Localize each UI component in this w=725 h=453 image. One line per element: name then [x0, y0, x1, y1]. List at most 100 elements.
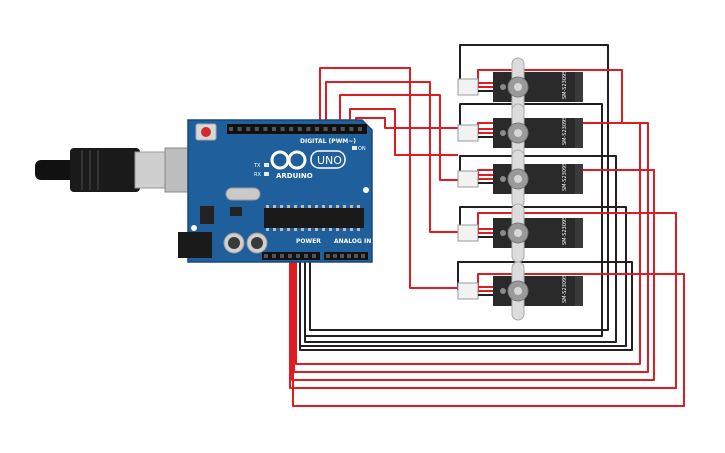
digital-pin[interactable]: [246, 127, 251, 131]
digital-pin[interactable]: [340, 127, 345, 131]
black-wires: [299, 44, 633, 351]
on-label: ON: [358, 146, 366, 152]
red-power-wire-4: [289, 212, 677, 389]
servo-body: [493, 118, 575, 148]
analog-header: [324, 252, 368, 260]
digital-pin[interactable]: [349, 127, 354, 131]
black-wire-servo5-ground: [299, 257, 633, 351]
chip-pin: [294, 228, 297, 231]
microcontroller-chip: [264, 208, 364, 228]
power-pin[interactable]: [312, 254, 316, 258]
model-badge: [310, 150, 346, 169]
red-signal-wire-3: [339, 94, 458, 181]
chip-pin: [301, 205, 304, 208]
arduino-uno-board: DIGITAL (PWM~) ARDUINO UNO TX RX ON: [178, 119, 373, 263]
digital-pin[interactable]: [272, 127, 276, 131]
power-label: POWER: [296, 238, 321, 245]
bottom-pin-dots: [264, 254, 365, 258]
servo-model-label: SM-S2309S: [562, 163, 568, 191]
power-jack: [178, 232, 212, 258]
digital-pin[interactable]: [254, 127, 259, 131]
servo-model-label: SM-S2309S: [562, 217, 568, 245]
tx-led: [264, 163, 269, 167]
red-signal-wire-2: [325, 81, 458, 233]
arduino-logo: ARDUINO UNO: [270, 150, 346, 180]
analog-pin[interactable]: [354, 254, 358, 258]
power-pin[interactable]: [280, 254, 284, 258]
servo-connector: [457, 124, 479, 142]
chip-pin: [287, 205, 290, 208]
digital-pin-dots: [229, 127, 362, 131]
digital-pin[interactable]: [306, 127, 311, 131]
chip-pin: [336, 228, 339, 231]
red-power-wire-5: [292, 257, 685, 407]
digital-pin[interactable]: [280, 127, 285, 131]
usb-grip-lines: [81, 150, 99, 190]
power-pin[interactable]: [304, 254, 308, 258]
chip-pin: [273, 205, 276, 208]
digital-header: [227, 124, 367, 134]
voltage-regulator: [200, 206, 214, 224]
analog-pin[interactable]: [340, 254, 344, 258]
servo-connector: [457, 170, 479, 188]
tx-label: TX: [253, 163, 261, 169]
brand-label: ARDUINO: [276, 172, 313, 180]
digital-pin[interactable]: [297, 127, 302, 131]
chip-pin: [350, 228, 353, 231]
power-pin[interactable]: [296, 254, 300, 258]
servo-motor[interactable]: SM-S2309S: [457, 261, 583, 321]
digital-pin[interactable]: [263, 127, 268, 131]
chip-pin: [343, 205, 346, 208]
servo-motor[interactable]: SM-S2309S: [457, 103, 583, 163]
chip-pin: [266, 205, 269, 208]
chip-pin: [280, 205, 283, 208]
power-pin[interactable]: [288, 254, 292, 258]
chip-pin: [315, 205, 318, 208]
analog-pin[interactable]: [333, 254, 337, 258]
chip-pin: [315, 228, 318, 231]
digital-pin[interactable]: [237, 127, 242, 131]
servo-model-label: SM-S2309S: [562, 117, 568, 145]
analog-pin[interactable]: [361, 254, 365, 258]
chip-pin: [357, 205, 360, 208]
usb-cable: [35, 147, 196, 193]
digital-pin[interactable]: [229, 127, 233, 131]
digital-pin[interactable]: [358, 127, 362, 131]
servo-motor[interactable]: SM-S2309S: [457, 149, 583, 209]
servo-motor[interactable]: SM-S2309S: [457, 203, 583, 263]
analog-pin[interactable]: [326, 254, 330, 258]
power-pin[interactable]: [264, 254, 268, 258]
red-signal-wire-1: [319, 67, 458, 289]
black-wire-servo3-ground: [304, 155, 617, 343]
red-signal-wire-4: [349, 108, 458, 156]
digital-pin[interactable]: [323, 127, 328, 131]
chip-pin: [357, 228, 360, 231]
digital-pin[interactable]: [332, 127, 337, 131]
rx-label: RX: [254, 172, 261, 178]
chip-pin: [308, 205, 311, 208]
chip-pin: [350, 205, 353, 208]
servo-motor[interactable]: SM-S2309S: [457, 57, 583, 117]
servo-body: [493, 218, 575, 248]
usb-cable-strain-relief: [35, 160, 75, 180]
servo-connector: [457, 224, 479, 242]
servo-body: [493, 164, 575, 194]
chip-pin: [280, 228, 283, 231]
digital-pin[interactable]: [289, 127, 294, 131]
usb-plug-tip: [134, 151, 166, 189]
model-label: UNO: [317, 154, 342, 167]
chip-pin: [294, 205, 297, 208]
servo-model-label: SM-S2309S: [562, 275, 568, 303]
chip-pin: [322, 205, 325, 208]
chip-pin: [273, 228, 276, 231]
chip-pins: [266, 205, 360, 231]
black-wire-servo1-ground: [309, 44, 609, 331]
servo-layer: SM-S2309S SM-S2309S SM-S2309S SM-S2309S SM-S…: [457, 57, 583, 321]
chip-pin: [343, 228, 346, 231]
servo-model-label: SM-S2309S: [562, 71, 568, 99]
on-led: [352, 146, 357, 150]
power-pin[interactable]: [272, 254, 276, 258]
digital-pin[interactable]: [315, 127, 319, 131]
analog-pin[interactable]: [347, 254, 351, 258]
